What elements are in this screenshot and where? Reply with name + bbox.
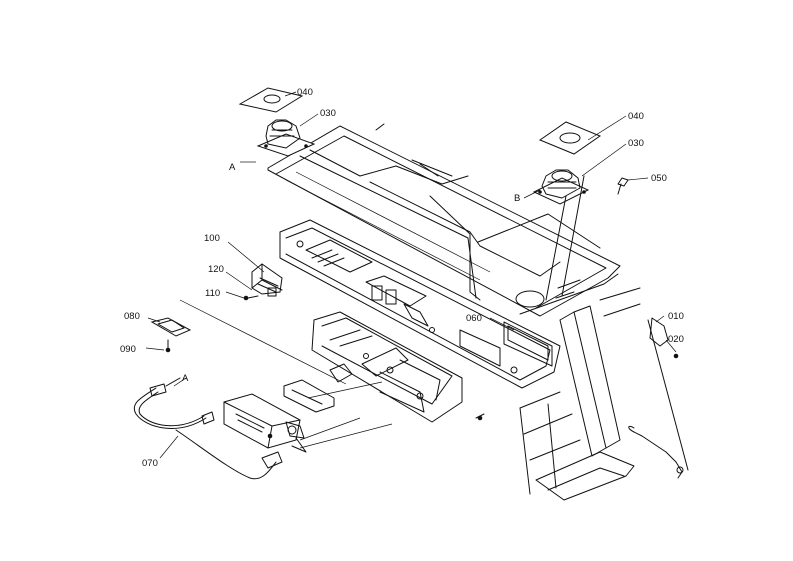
antenna bbox=[628, 317, 689, 479]
part-060-plate bbox=[503, 321, 553, 367]
label-030-left: 030 bbox=[320, 108, 336, 119]
leader-lines bbox=[145, 91, 677, 459]
bottom-module bbox=[223, 379, 335, 453]
label-090: 090 bbox=[120, 344, 136, 355]
marker-a-cable: A bbox=[182, 373, 189, 384]
label-110: 110 bbox=[205, 288, 220, 299]
overhead-panel bbox=[267, 123, 621, 317]
part-labels: 040 030 040 030 050 100 120 110 080 090 … bbox=[120, 87, 684, 469]
left-speaker bbox=[238, 87, 316, 157]
reference-lines bbox=[179, 299, 393, 449]
label-040-right: 040 bbox=[628, 111, 644, 122]
wire-harness bbox=[133, 377, 283, 480]
label-080: 080 bbox=[124, 311, 140, 322]
cab-frame bbox=[519, 287, 641, 501]
label-010: 010 bbox=[668, 311, 684, 322]
label-060: 060 bbox=[466, 313, 482, 324]
lower-bracket bbox=[311, 311, 485, 423]
radio-unit bbox=[243, 263, 283, 301]
dome-lamp bbox=[150, 317, 192, 353]
label-070: 070 bbox=[142, 458, 158, 469]
label-020: 020 bbox=[668, 334, 684, 345]
label-050: 050 bbox=[651, 173, 667, 184]
label-040-left: 040 bbox=[297, 87, 313, 98]
label-120: 120 bbox=[208, 264, 224, 275]
part-050-screw bbox=[617, 177, 629, 195]
marker-b: B bbox=[514, 193, 520, 204]
right-speaker bbox=[532, 121, 602, 301]
label-100: 100 bbox=[204, 233, 220, 244]
label-030-right: 030 bbox=[628, 138, 644, 149]
marker-a-top: A bbox=[229, 162, 236, 173]
